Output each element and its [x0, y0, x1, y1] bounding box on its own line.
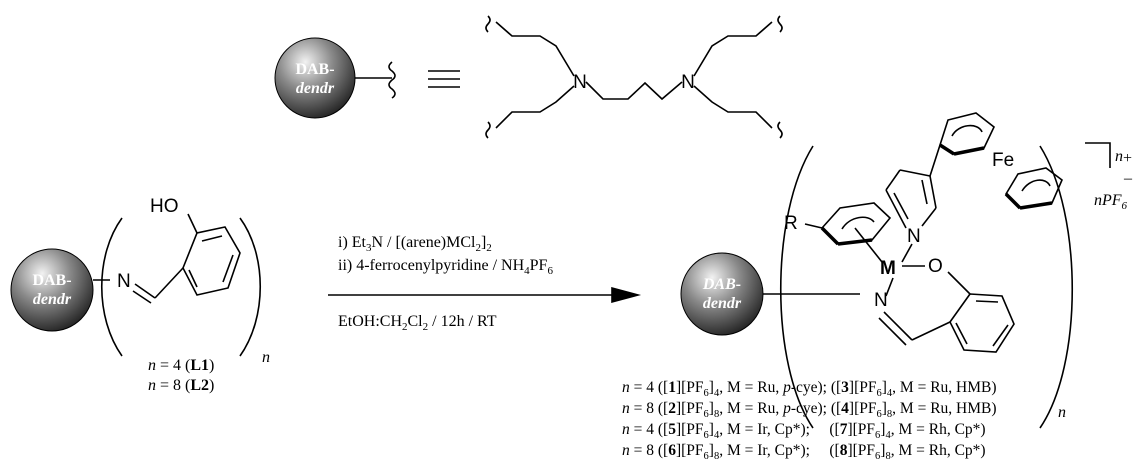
metal-center: M [880, 258, 896, 279]
dendrimer-label-left-1: DAB- [32, 272, 71, 289]
product-repeat-n: n [1058, 404, 1066, 421]
hydroxyl-group: HO [150, 196, 179, 217]
charge-minus: – [1123, 170, 1133, 187]
dendrimer-label-top-2: dendr [296, 80, 335, 97]
dendrimer-ball-right [680, 252, 764, 336]
dendrimer-label-left-2: dendr [33, 291, 72, 308]
condition-step-2: ii) 4-ferrocenylpyridine / NH4PF6 [338, 257, 553, 277]
ligand-label-l2: n = 8 (L2) [148, 377, 214, 394]
arene-substituent-r: R [784, 213, 798, 234]
charge-n: n [1115, 148, 1123, 165]
phenolate-oxygen: O [928, 256, 943, 277]
core-nitrogen-left: N [573, 72, 587, 93]
dendrimer-label-right-1: DAB- [702, 276, 741, 293]
dendrimer-core-definition: DAB- dendr N N [274, 15, 783, 139]
iron-center: Fe [992, 150, 1014, 171]
dendrimer-ball-left [10, 248, 94, 332]
reaction-arrow [328, 286, 642, 304]
legend-line-4: n = 8 ([6][PF6]8, M = Ir, Cp*); ([8][PF6… [622, 442, 986, 462]
compound-legend: n = 4 ([1][PF6]4, M = Ru, p-cye); ([3][P… [622, 379, 997, 462]
condition-step-3: EtOH:CH2Cl2 / 12h / RT [338, 313, 497, 333]
dendrimer-label-right-2: dendr [703, 295, 742, 312]
product-structure: DAB- dendr n n + – nPF6 R M O N N [680, 112, 1133, 429]
imine-nitrogen-product: N [874, 290, 888, 311]
ligand-repeat-n: n [262, 349, 270, 366]
equivalence-symbol [428, 70, 460, 88]
pyridine-nitrogen: N [907, 226, 921, 247]
dab-skeleton [495, 21, 773, 129]
legend-line-3: n = 4 ([5][PF6]4, M = Ir, Cp*); ([7][PF6… [622, 421, 986, 441]
condition-step-1: i) Et3N / [(arene)MCl2]2 [338, 234, 492, 254]
dendrimer-label-top-1: DAB- [295, 61, 334, 78]
legend-line-1: n = 4 ([1][PF6]4, M = Ru, p-cye); ([3][P… [622, 379, 997, 399]
dendrimer-ball-top [274, 37, 356, 119]
ligand-label-l1: n = 4 (L1) [148, 357, 214, 374]
legend-line-2: n = 8 ([2][PF6]8, M = Ru, p-cye); ([4][P… [622, 400, 997, 420]
core-nitrogen-right: N [681, 72, 695, 93]
charge-plus: + [1123, 150, 1132, 167]
imine-nitrogen-ligand: N [117, 271, 131, 292]
ligand-structure: DAB- dendr N HO n [10, 196, 270, 366]
counterion: nPF6 [1094, 192, 1128, 212]
